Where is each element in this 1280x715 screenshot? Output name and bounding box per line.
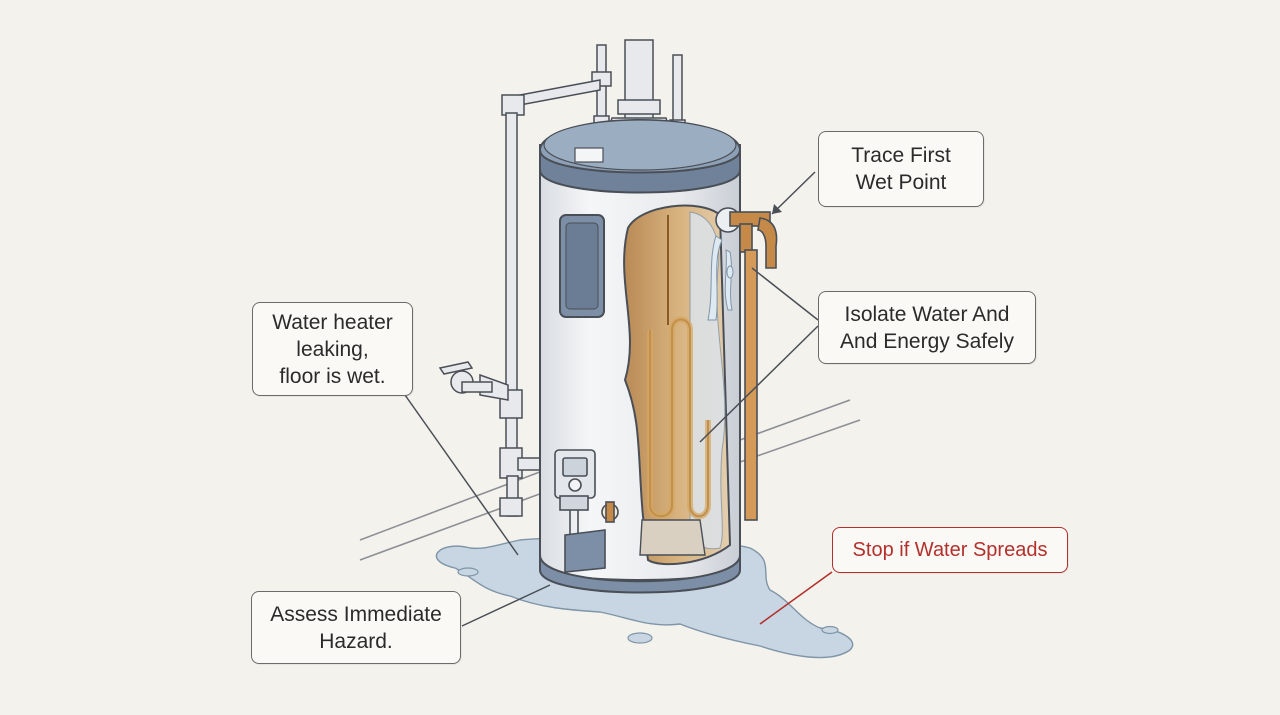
callout-line: Isolate Water And [844,302,1010,326]
callout-line: Water heater [272,310,393,334]
callout-line: Hazard. [319,629,393,653]
callout-assess-immediate-hazard: Assess Immediate Hazard. [251,591,461,664]
callout-line: floor is wet. [279,364,386,388]
relief-valve-pipe [715,207,778,521]
gas-control-valve [554,449,619,573]
water-drip [707,235,734,321]
callout-water-heater-leaking: Water heater leaking, floor is wet. [252,302,413,396]
leader-lines [404,171,819,627]
callout-isolate-water-energy: Isolate Water And And Energy Safely [818,291,1036,364]
callout-line: leaking, [296,337,369,361]
callout-line: Assess Immediate [270,602,442,626]
callout-line: And Energy Safely [840,329,1014,353]
callout-line: Trace First [851,144,951,167]
callout-line: Wet Point [855,171,947,194]
callout-trace-first-wet-point: Trace First Wet Point [818,131,984,207]
callout-stop-if-water-spreads: Stop if Water Spreads [832,527,1068,573]
callout-line: Stop if Water Spreads [852,538,1048,561]
tank-cutaway [623,204,732,566]
alert-leader-line [759,571,833,625]
